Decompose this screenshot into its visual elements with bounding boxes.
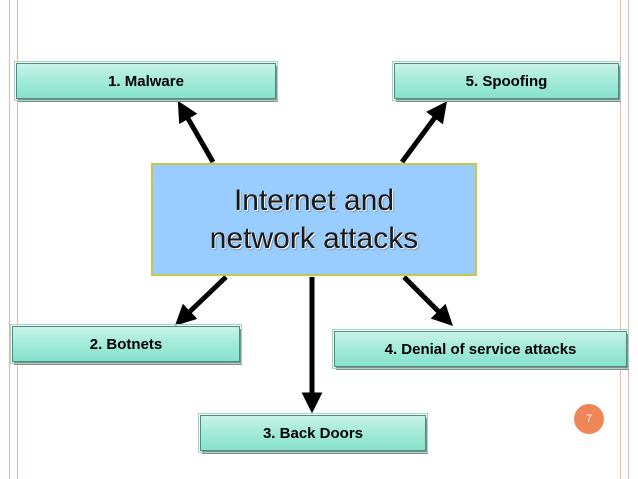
right-border-line — [628, 0, 629, 479]
denial-of-service-label: 4. Denial of service attacks — [384, 340, 577, 358]
malware-label: 1. Malware — [108, 72, 184, 90]
botnets-label: 2. Botnets — [89, 335, 163, 353]
back-doors-label: 3. Back Doors — [262, 424, 364, 442]
spoofing-box: 5. Spoofing — [392, 61, 621, 101]
slide-number-badge: 7 — [574, 404, 604, 434]
denial-of-service-box: 4. Denial of service attacks — [332, 329, 629, 369]
left-border-line-inner — [17, 0, 18, 479]
central-topic-line-2: network attacks — [209, 221, 419, 255]
arrow-to-malware — [177, 100, 216, 164]
spoofing-label: 5. Spoofing — [465, 72, 548, 90]
left-border-line — [9, 0, 10, 479]
central-topic-line-1: Internet and — [233, 183, 395, 217]
arrow-to-dos — [402, 275, 453, 326]
malware-box: 1. Malware — [14, 61, 278, 101]
right-border-line-inner — [620, 0, 621, 479]
arrow-to-botnets — [174, 275, 228, 326]
botnets-box: 2. Botnets — [10, 324, 242, 364]
back-doors-box: 3. Back Doors — [198, 413, 428, 453]
central-topic-box: Internet and network attacks — [151, 163, 477, 276]
arrow-to-spoofing — [399, 101, 447, 164]
slide-number: 7 — [585, 413, 593, 425]
